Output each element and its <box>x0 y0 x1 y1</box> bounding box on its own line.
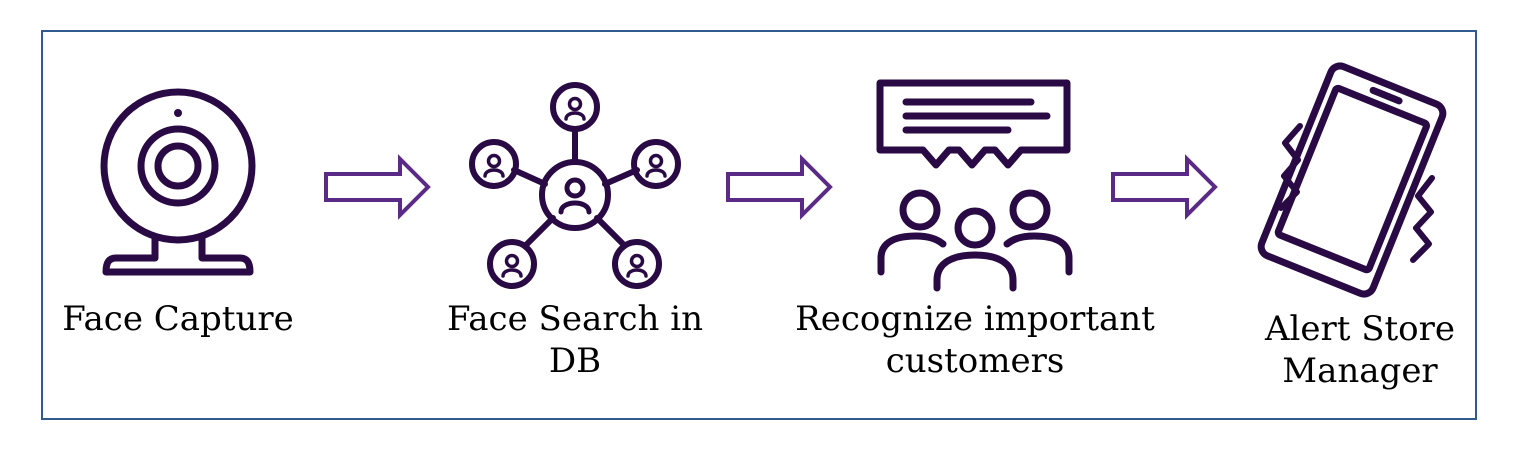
vibrating-phone-icon <box>1257 62 1447 298</box>
step-label-alert-manager: Alert Store Manager <box>1260 308 1460 392</box>
step-label-line: Recognize important <box>795 299 1155 339</box>
step-label-line: DB <box>548 341 602 381</box>
step-label-face-search: Face Search in DB <box>430 298 720 382</box>
flow-arrow-2 <box>726 154 833 220</box>
step-label-face-capture: Face Capture <box>48 298 308 340</box>
step-label-line: Alert Store <box>1264 309 1456 349</box>
step-label-line: Face Capture <box>62 299 294 339</box>
customers-speech-icon <box>876 79 1073 292</box>
flow-arrow-1 <box>324 154 431 220</box>
step-label-line: Face Search in <box>447 299 703 339</box>
diagram-frame <box>41 30 1477 420</box>
flow-arrow-3 <box>1111 154 1218 220</box>
face-network-icon <box>469 82 681 289</box>
webcam-icon <box>100 88 256 276</box>
step-label-recognize-customers: Recognize important customers <box>795 298 1155 382</box>
step-label-line: customers <box>885 341 1065 381</box>
step-label-line: Manager <box>1282 351 1438 391</box>
